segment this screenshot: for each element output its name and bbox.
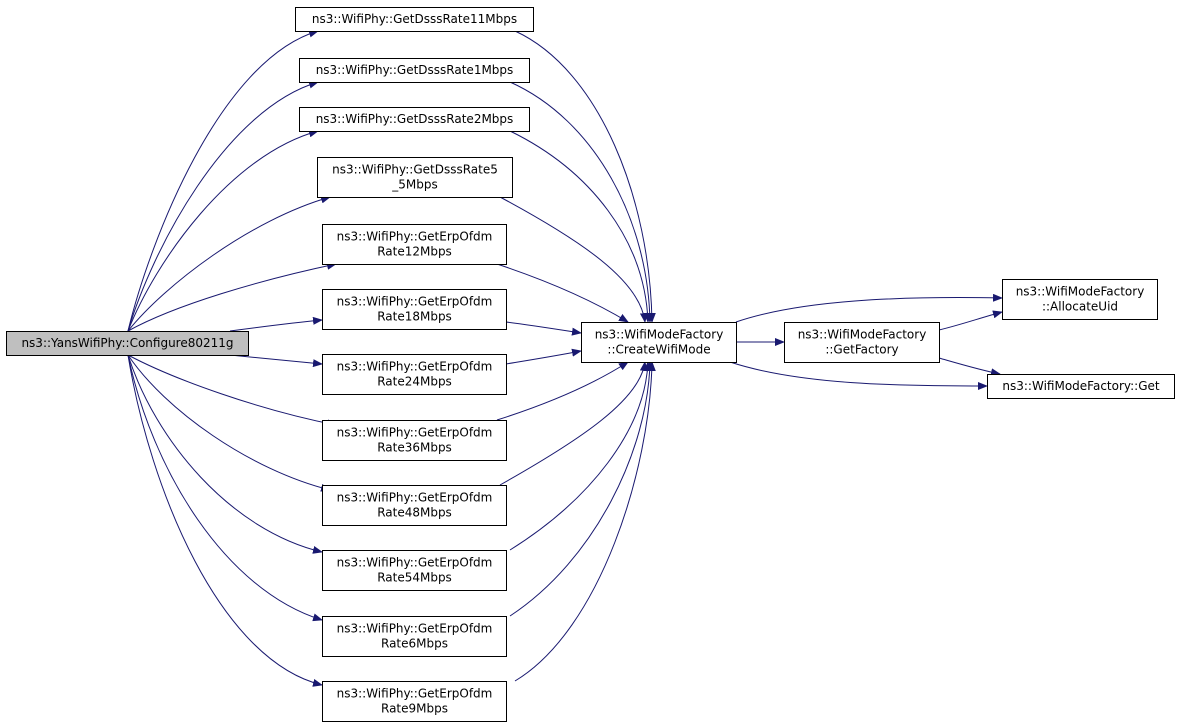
edge-erp54-to-createwifimode (509, 361, 652, 551)
node-label-erp48-1: Rate48Mbps (377, 506, 452, 520)
edge-configure80211g-to-erp24 (229, 354, 323, 368)
node-getfactory[interactable]: ns3::WifiModeFactory::GetFactory (784, 322, 940, 363)
node-label-createwifimode-0: ns3::WifiModeFactory (595, 328, 724, 342)
node-createwifimode[interactable]: ns3::WifiModeFactory::CreateWifiMode (581, 322, 737, 363)
edge-configure80211g-to-dsss2 (127, 129, 319, 332)
edge-erp24-to-createwifimode (505, 348, 582, 365)
node-box-erp36 (322, 420, 507, 461)
node-get[interactable]: ns3::WifiModeFactory::Get (987, 374, 1175, 399)
node-box-get (987, 374, 1175, 399)
node-dsss2[interactable]: ns3::WifiPhy::GetDsssRate2Mbps (299, 107, 530, 132)
edge-configure80211g-to-dsss11 (127, 29, 319, 332)
edge-getfactory-to-get (938, 357, 1001, 377)
node-label-configure80211g-0: ns3::YansWifiPhy::Configure80211g (21, 336, 233, 350)
node-box-erp48 (322, 485, 507, 526)
node-label-getfactory-1: ::GetFactory (825, 343, 898, 357)
node-box-dsss11 (295, 7, 534, 32)
node-label-getfactory-0: ns3::WifiModeFactory (798, 328, 927, 342)
node-box-erp12 (322, 224, 507, 265)
node-label-erp6-1: Rate6Mbps (381, 637, 448, 651)
node-label-erp24-0: ns3::WifiPhy::GetErpOfdm (337, 360, 493, 374)
node-label-erp18-1: Rate18Mbps (377, 310, 452, 324)
node-box-configure80211g (6, 331, 249, 356)
node-box-dsss2 (299, 107, 530, 132)
edge-dsss11-to-createwifimode (514, 30, 656, 323)
node-label-dsss55-1: _5Mbps (391, 178, 437, 192)
node-box-dsss1 (299, 58, 530, 83)
edge-configure80211g-to-erp18 (229, 316, 323, 332)
edge-dsss1-to-createwifimode (509, 81, 654, 323)
node-label-erp36-1: Rate36Mbps (377, 441, 452, 455)
node-label-createwifimode-1: ::CreateWifiMode (607, 343, 710, 357)
edge-configure80211g-to-erp54 (127, 354, 323, 554)
node-label-erp12-1: Rate12Mbps (377, 245, 452, 259)
edge-configure80211g-to-dsss1 (127, 80, 319, 332)
node-label-erp12-0: ns3::WifiPhy::GetErpOfdm (337, 230, 493, 244)
node-label-erp54-1: Rate54Mbps (377, 571, 452, 585)
node-label-erp36-0: ns3::WifiPhy::GetErpOfdm (337, 426, 493, 440)
node-label-dsss11-0: ns3::WifiPhy::GetDsssRate11Mbps (312, 12, 517, 26)
node-label-erp24-1: Rate24Mbps (377, 375, 452, 389)
node-label-erp9-1: Rate9Mbps (381, 702, 448, 716)
node-label-dsss1-0: ns3::WifiPhy::GetDsssRate1Mbps (316, 63, 514, 77)
node-label-erp6-0: ns3::WifiPhy::GetErpOfdm (337, 622, 493, 636)
node-label-erp9-0: ns3::WifiPhy::GetErpOfdm (337, 687, 493, 701)
node-allocateuid[interactable]: ns3::WifiModeFactory::AllocateUid (1002, 279, 1158, 320)
edge-getfactory-to-allocateuid (938, 310, 1003, 331)
node-box-erp6 (322, 616, 507, 657)
node-box-erp18 (322, 289, 507, 330)
edge-configure80211g-to-erp6 (127, 354, 323, 622)
node-label-erp48-0: ns3::WifiPhy::GetErpOfdm (337, 491, 493, 505)
edge-configure80211g-to-erp9 (127, 354, 323, 687)
node-box-erp54 (322, 550, 507, 591)
edge-erp36-to-createwifimode (496, 361, 629, 421)
node-box-dsss55 (317, 157, 513, 198)
node-label-erp54-0: ns3::WifiPhy::GetErpOfdm (337, 556, 493, 570)
node-label-get-0: ns3::WifiModeFactory::Get (1002, 379, 1159, 393)
node-box-allocateuid (1002, 279, 1158, 320)
node-label-dsss55-0: ns3::WifiPhy::GetDsssRate5 (332, 163, 498, 177)
node-dsss55[interactable]: ns3::WifiPhy::GetDsssRate5_5Mbps (317, 157, 513, 198)
node-label-allocateuid-1: ::AllocateUid (1042, 300, 1118, 314)
node-dsss1[interactable]: ns3::WifiPhy::GetDsssRate1Mbps (299, 58, 530, 83)
edge-erp12-to-createwifimode (496, 263, 629, 323)
edge-configure80211g-to-erp48 (127, 354, 331, 492)
edge-configure80211g-to-erp12 (127, 261, 337, 332)
node-box-erp9 (322, 681, 507, 722)
edge-erp18-to-createwifimode (505, 321, 582, 336)
edges-layer (127, 29, 1003, 687)
edge-configure80211g-to-erp36 (127, 354, 337, 428)
edge-configure80211g-to-dsss55 (127, 195, 331, 332)
edge-dsss55-to-createwifimode (499, 196, 648, 323)
node-configure80211g: ns3::YansWifiPhy::Configure80211g (6, 331, 249, 356)
node-label-erp18-0: ns3::WifiPhy::GetErpOfdm (337, 295, 493, 309)
nodes-layer: ns3::YansWifiPhy::Configure80211gns3::Wi… (6, 7, 1175, 722)
edge-erp48-to-createwifimode (499, 361, 648, 486)
edge-erp9-to-createwifimode (514, 361, 656, 682)
node-label-dsss2-0: ns3::WifiPhy::GetDsssRate2Mbps (316, 112, 514, 126)
node-label-allocateuid-0: ns3::WifiModeFactory (1016, 285, 1145, 299)
node-box-createwifimode (581, 322, 737, 363)
node-dsss11[interactable]: ns3::WifiPhy::GetDsssRate11Mbps (295, 7, 534, 32)
edge-createwifimode-to-allocateuid (735, 293, 1003, 323)
node-box-erp24 (322, 354, 507, 395)
edge-erp6-to-createwifimode (509, 361, 654, 617)
edge-dsss2-to-createwifimode (509, 130, 652, 323)
edge-createwifimode-to-get (729, 361, 988, 390)
node-box-getfactory (784, 322, 940, 363)
